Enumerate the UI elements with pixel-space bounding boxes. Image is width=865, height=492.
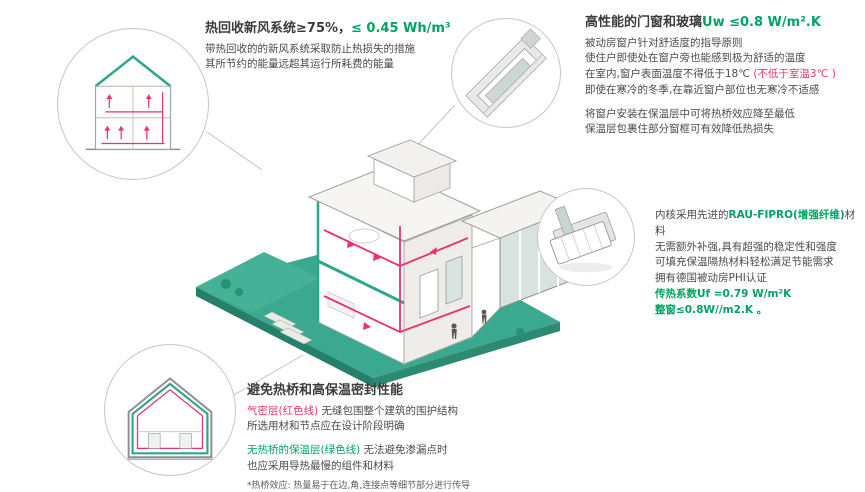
callout-thermal-bridge-section <box>104 344 236 476</box>
callout-heat-recovery-section <box>57 28 209 180</box>
insulation-layer-label: 无热桥的保温层(绿色线) <box>247 444 361 457</box>
thermal-desc-line: 所选用材和节点应在设计阶段明确 <box>247 420 405 433</box>
glazing-title-text: 高性能的门窗和玻璃 <box>585 15 703 30</box>
ventilation-title: 热回收新风系统≥75%，≤ 0.45 Wh/m³ <box>205 20 465 38</box>
profile-block: 内核采用先进的RAU-FIPRO(增强纤维)材料 无需额外补强,具有超强的稳定性… <box>655 208 860 318</box>
glazing-line3-text: 在室内,窗户表面温度不得低于18℃ <box>585 68 754 81</box>
profile-line1-tail: 材料 <box>655 209 856 237</box>
callout-window-profile-detail <box>537 188 635 286</box>
glazing-title: 高性能的门窗和玻璃Uw ≤0.8 W/m².K <box>585 14 857 32</box>
passive-house-isometric-illustration <box>196 139 580 387</box>
glazing-line3-highlight: (不低于室温3℃ ) <box>753 68 836 81</box>
house-penthouse <box>366 139 458 203</box>
glazing-block: 高性能的门窗和玻璃Uw ≤0.8 W/m².K 被动房窗户针对舒适度的指导原则 … <box>585 14 857 138</box>
glazing-desc-line: 即使在寒冷的冬季,在靠近窗户部位也无寒冷不适感 <box>585 83 820 96</box>
ventilation-block: 热回收新风系统≥75%，≤ 0.45 Wh/m³ 带热回收的的新风系统采取防止热… <box>205 20 465 73</box>
ventilation-desc-line: 其所节约的能量远超其运行所耗费的能量 <box>205 58 394 71</box>
people-figures <box>451 309 487 339</box>
garden-stairs <box>263 311 313 345</box>
window-profile-illustration <box>549 205 616 273</box>
duct-arrows <box>347 240 437 330</box>
profile-uw-value: 整窗≤0.8W//m2.K 。 <box>655 303 768 316</box>
thermal-title: 避免热桥和高保温密封性能 <box>247 383 404 398</box>
glazing-title-value: Uw ≤0.8 W/m².K <box>702 15 821 30</box>
glazing-desc-line: 在室内,窗户表面温度不得低于18℃ (不低于室温3℃ ) <box>585 67 857 83</box>
spacer <box>247 435 587 443</box>
profile-desc-line: 内核采用先进的RAU-FIPRO(增强纤维)材料 <box>655 208 860 240</box>
profile-desc-line: 拥有德国被动房PHI认证 <box>655 272 767 284</box>
profile-desc-line: 无需额外补强,具有超强的稳定性和强度 <box>655 240 837 253</box>
airtight-layer-label: 气密层(红色线) <box>247 404 319 417</box>
window-corner-illustration <box>465 28 547 118</box>
profile-line1-text: 内核采用先进的 <box>655 209 729 221</box>
ventilation-title-text: 热回收新风系统≥75%， <box>205 21 352 36</box>
heat-recovery-house-section <box>85 55 181 151</box>
glazing-desc-line: 将窗户安装在保温层中可将热桥效应降至最低 <box>585 107 795 120</box>
thermal-bridge-house-section <box>116 377 224 460</box>
thermal-footnote: *热桥效应: 热量易于在边,角,连接点等细节部分进行传导 <box>247 480 471 491</box>
glazing-desc-line: 保温层包裹住部分窗框可有效降低热损失 <box>585 123 774 136</box>
profile-line1-highlight: RAU-FIPRO(增强纤维) <box>728 209 845 221</box>
thermal-block: 避免热桥和高保温密封性能 气密层(红色线) 无缝包围整个建筑的围护结构 所选用材… <box>247 382 587 492</box>
ventilation-desc-line: 带热回收的的新风系统采取防止热损失的措施 <box>205 42 415 55</box>
ventilation-title-value: ≤ 0.45 Wh/m³ <box>351 21 451 36</box>
thermal-line3-text: 无法避免渗漏点时 <box>360 444 448 457</box>
glazing-desc-line: 使住户即使处在窗户旁也能感到极为舒适的温度 <box>585 52 806 65</box>
glazing-desc-line: 被动房窗户针对舒适度的指导原则 <box>585 36 743 49</box>
ventilation-duct-lines <box>323 226 471 333</box>
spacer <box>585 99 857 107</box>
thermal-desc-line: 气密层(红色线) 无缝包围整个建筑的围护结构 <box>247 404 587 420</box>
thermal-desc-line: 也应采用导热最慢的组件和材料 <box>247 459 394 472</box>
callout-window-corner-detail <box>451 18 561 128</box>
thermal-line1-text: 无缝包围整个建筑的围护结构 <box>318 404 459 417</box>
profile-desc-line: 可填充保温隔热材料轻松满足节能需求 <box>655 256 834 269</box>
thermal-desc-line: 无热桥的保温层(绿色线) 无法避免渗漏点时 <box>247 443 587 459</box>
profile-uf-value: 传热系数Uf =0.79 W/m²K <box>655 287 792 300</box>
